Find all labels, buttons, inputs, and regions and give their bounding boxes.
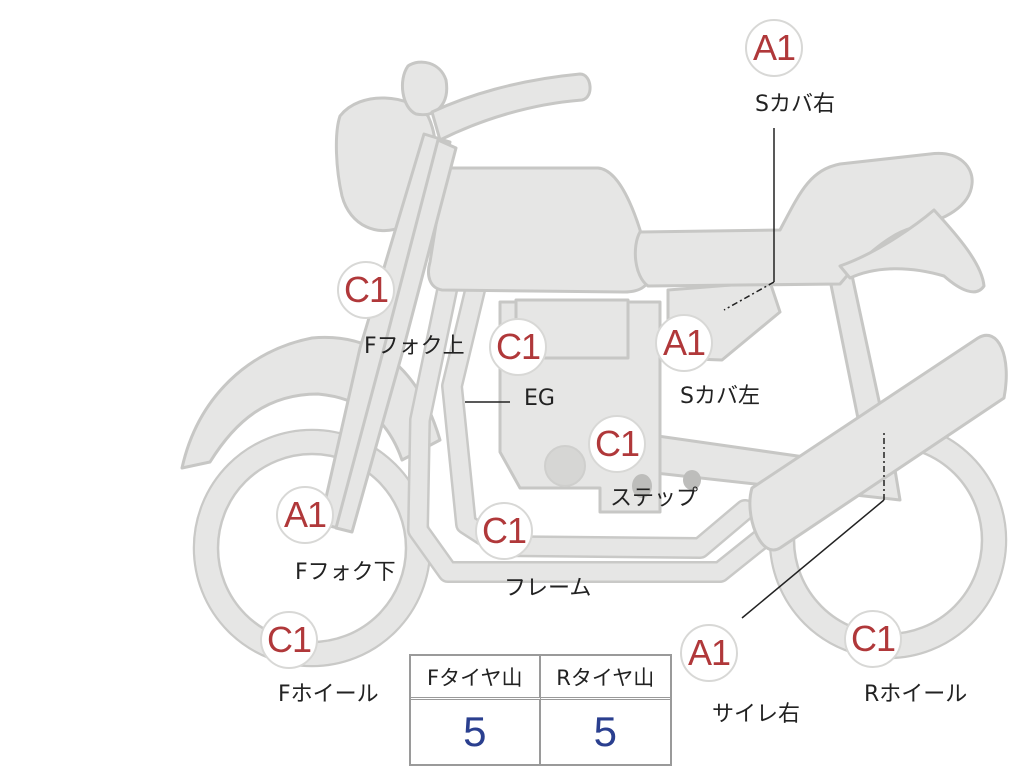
rear-tire-header: Rタイヤ山 xyxy=(540,656,670,700)
rear-tire-value: 5 xyxy=(593,708,617,755)
seat xyxy=(633,151,974,288)
handlebar xyxy=(430,72,592,142)
grade-mark-s-cover-right: A1 xyxy=(745,19,803,77)
front-tire-value: 5 xyxy=(411,700,541,764)
fuel-tank xyxy=(427,166,652,294)
grade-mark-r-wheel: C1 xyxy=(844,610,902,668)
label-step: ステップ xyxy=(610,486,699,511)
label-s-cover-left: Sカバ左 xyxy=(680,384,760,409)
grade-mark-engine: C1 xyxy=(489,318,547,376)
label-r-wheel: Rホイール xyxy=(864,682,968,707)
step-peg-right xyxy=(683,470,701,490)
grade-mark-frame: C1 xyxy=(475,502,533,560)
label-frame: フレーム xyxy=(504,576,592,601)
rear-fender xyxy=(838,208,986,294)
tire-tread-table: Fタイヤ山 Rタイヤ山 5 5 xyxy=(409,654,672,766)
grade-mark-f-fork-lower: A1 xyxy=(276,486,334,544)
step-peg-left xyxy=(632,474,652,498)
label-muffler-right: サイレ右 xyxy=(712,702,801,727)
label-s-cover-right: Sカバ右 xyxy=(755,92,835,117)
front-fork-inner xyxy=(334,138,458,534)
grade-mark-s-cover-left: A1 xyxy=(655,314,713,372)
muffler xyxy=(748,334,1008,552)
grade-mark-f-wheel: C1 xyxy=(260,611,318,669)
label-engine: EG xyxy=(524,386,555,411)
grade-mark-muffler-right: A1 xyxy=(680,624,738,682)
grade-mark-f-fork-upper: C1 xyxy=(337,261,395,319)
grade-mark-step: C1 xyxy=(588,415,646,473)
front-tire-header: Fタイヤ山 xyxy=(411,656,541,700)
label-f-wheel: Fホイール xyxy=(278,682,379,707)
leader-s-cover-right-dash xyxy=(723,281,775,311)
label-f-fork-upper: Fフォク上 xyxy=(364,334,465,359)
engine-cover xyxy=(544,445,586,487)
leader-muffler xyxy=(741,499,885,619)
label-f-fork-lower: Fフォク下 xyxy=(295,560,396,585)
